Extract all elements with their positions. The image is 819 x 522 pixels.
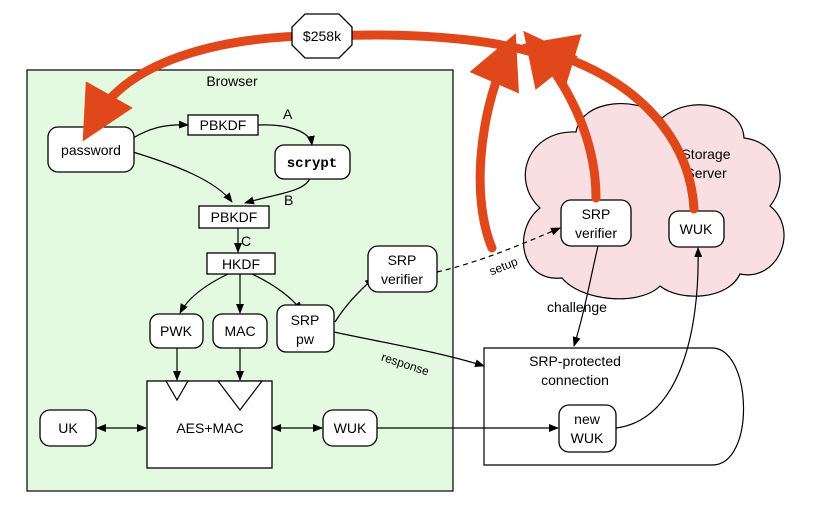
attack-arrow-server-wuk (522, 34, 699, 214)
node-pbkdf-top-label: PBKDF (200, 117, 247, 133)
node-pbkdf-mid-label: PBKDF (211, 209, 258, 225)
node-new-wuk-line2: WUK (571, 430, 604, 446)
edge-password-to-pbkdf-mid (132, 151, 233, 203)
node-srp-verifier-server-line1: SRP (582, 206, 611, 222)
node-new-wuk: new WUK (558, 404, 617, 453)
edge-label-setup: setup (487, 254, 520, 278)
edge-srp-pw-response (333, 331, 485, 368)
node-aes-mac-label: AES+MAC (176, 420, 243, 436)
node-scrypt-label: scrypt (287, 156, 337, 172)
edge-server-verifier-challenge (572, 245, 599, 347)
node-aes-mac: AES+MAC (146, 380, 273, 469)
node-password-label: password (61, 142, 121, 158)
cost-badge-octagon (291, 13, 353, 59)
edge-hkdf-to-pwk (179, 273, 229, 314)
cost-badge: $258k (291, 13, 353, 59)
node-pwk-label: PWK (160, 323, 193, 339)
attack-arrow-setup (469, 33, 519, 253)
edge-password-to-pbkdf-top (132, 120, 189, 139)
cloud-shape (523, 102, 785, 300)
storage-server-cloud: Storage Server (523, 102, 785, 300)
attack-arrow-top (325, 30, 565, 69)
connection-shape (483, 347, 745, 466)
node-hkdf: HKDF (206, 252, 276, 275)
node-pbkdf-mid: PBKDF (198, 205, 270, 229)
node-srp-verifier-browser-line1: SRP (388, 252, 417, 268)
edge-scrypt-to-pbkdf-mid (244, 177, 311, 205)
node-mac-label: MAC (224, 323, 255, 339)
node-uk-label: UK (58, 420, 78, 436)
node-wuk-browser-label: WUK (334, 420, 367, 436)
node-srp-verifier-server-line2: verifier (575, 225, 617, 241)
node-uk: UK (39, 409, 97, 447)
node-wuk-server: WUK (668, 210, 725, 248)
node-wuk-browser: WUK (322, 409, 378, 447)
edge-label-a: A (283, 106, 293, 122)
nodes: password PBKDF scrypt PBKDF HKDF PWK MAC (39, 114, 725, 469)
edge-pbkdf-top-to-scrypt (257, 124, 315, 146)
browser-title: Browser (206, 73, 258, 89)
node-mac: MAC (212, 313, 268, 349)
aes-input-mac-triangle (216, 380, 264, 411)
edge-srp-verifier-setup (436, 227, 561, 273)
node-wuk-server-label: WUK (680, 221, 713, 237)
node-srp-verifier-server: SRP verifier (560, 199, 632, 247)
node-srp-pw: SRP pw (276, 304, 335, 353)
node-srp-pw-line1: SRP (291, 312, 320, 328)
edge-label-challenge: challenge (547, 299, 607, 315)
node-new-wuk-line1: new (574, 411, 601, 427)
edges (96, 120, 703, 432)
node-scrypt: scrypt (274, 144, 351, 180)
node-srp-verifier-browser-line2: verifier (381, 271, 423, 287)
attack-arrows (82, 30, 699, 253)
cost-badge-label: $258k (303, 28, 342, 44)
connection-label-line2: connection (541, 372, 609, 388)
srp-connection: SRP-protected connection (483, 347, 745, 466)
node-hkdf-label: HKDF (222, 256, 260, 272)
node-srp-pw-line2: pw (296, 331, 315, 347)
edge-label-b: B (284, 192, 293, 208)
aes-input-pwk-triangle (164, 380, 190, 402)
storage-server-label-line1: Storage (681, 146, 730, 162)
connection-label-line1: SRP-protected (529, 353, 621, 369)
node-password: password (47, 126, 135, 173)
node-srp-verifier-browser: SRP verifier (367, 245, 438, 293)
edge-label-c: C (241, 233, 251, 249)
node-pwk: PWK (149, 313, 204, 349)
storage-server-label-line2: Server (685, 165, 727, 181)
node-pbkdf-top: PBKDF (187, 114, 259, 136)
edge-new-wuk-to-server-wuk (615, 247, 703, 429)
